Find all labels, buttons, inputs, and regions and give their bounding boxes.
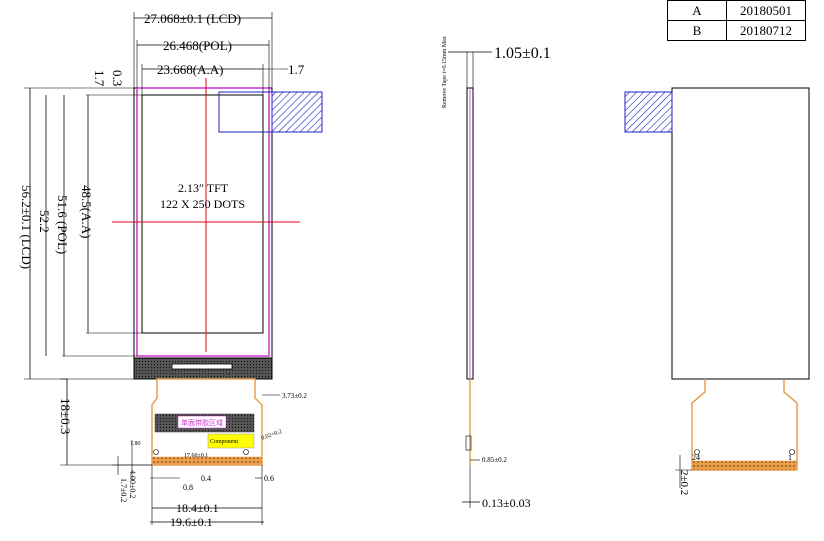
dim-180: 1.80 [130,441,141,447]
dim-left-offset-b: 0.3 [110,70,125,86]
dim-013: 0.13±0.03 [482,496,531,510]
fpc-label-chinese: 单面带胶区域 [181,418,223,427]
dim-184: 18.4±0.1 [176,501,219,515]
dim-lcd-width: 27.068±0.1 (LCD) [144,11,241,26]
dim-196: 19.6±0.1 [170,515,213,529]
back-fpc-contacts [691,460,798,471]
dim-06: 0.6 [264,474,274,483]
dim-52: 52.2 [37,210,52,233]
back-panel [671,87,810,380]
dim-pol-height: 51.6 (POL) [55,195,70,254]
side-view: 1.05±0.1 Remove Tape t=0.15mm Max 0.85±0… [442,36,551,510]
resolution: 122 X 250 DOTS [160,197,245,211]
dim-pol-width: 26.468(POL) [163,38,232,53]
pin-marker [694,449,700,455]
dim-aa-height: 48.5(A.A) [79,185,94,238]
back-fpc-tail [691,379,798,471]
driver-ic [171,363,233,370]
pin-marker [789,449,795,455]
dim-1760: 17.60±0.1 [184,453,208,459]
side-stiffener [465,435,472,451]
dim-fpc-length: 18±0.3 [58,398,73,434]
dim-17b: 1.7±0.2 [119,478,128,502]
revision-table: A 20180501 B 20180712 [667,0,806,41]
pin-1-label: 1 [788,453,792,462]
tape-tab-front [271,91,323,133]
active-area [141,94,264,334]
dim-400: 4.00±0.2 [128,470,137,498]
fpc-contacts [151,456,263,466]
tape-tab-back [624,91,673,133]
revision-row: B 20180712 [667,20,806,41]
display-size: 2.13″ TFT [178,181,229,195]
dim-lcd-height: 56.2±0.1 (LCD) [19,185,34,269]
dim-aa-width: 23.668(A.A) [157,62,223,77]
dim-angle: 0.02+0.2 [261,429,283,442]
back-view: 24 1 2±0.2 [624,87,810,495]
revision-row: A 20180501 [667,0,806,21]
dim-thickness: 1.05±0.1 [494,45,551,62]
front-view: 27.068±0.1 (LCD) 26.468(POL) 23.668(A.A)… [19,11,323,529]
tape-note: Remove Tape t=0.15mm Max [442,36,448,108]
component-area [207,433,255,449]
fpc-adhesive-area [177,415,227,429]
component-label: Component [210,439,238,445]
dim-back-2: 2±0.2 [678,470,690,495]
dim-04: 0.4 [201,474,211,483]
pin-24-label: 24 [692,453,700,462]
dim-373: 3.73±0.2 [282,392,307,400]
pin-marker [243,449,249,455]
pin-marker [153,449,159,455]
dim-085: 0.85±0.2 [482,456,507,464]
revision-date: 20180712 [726,20,806,41]
dim-08: 0.8 [183,483,193,492]
marker-box [218,91,273,133]
dim-right-offset: 1.7 [288,62,305,77]
dim-left-offset-a: 1.7 [92,70,107,87]
